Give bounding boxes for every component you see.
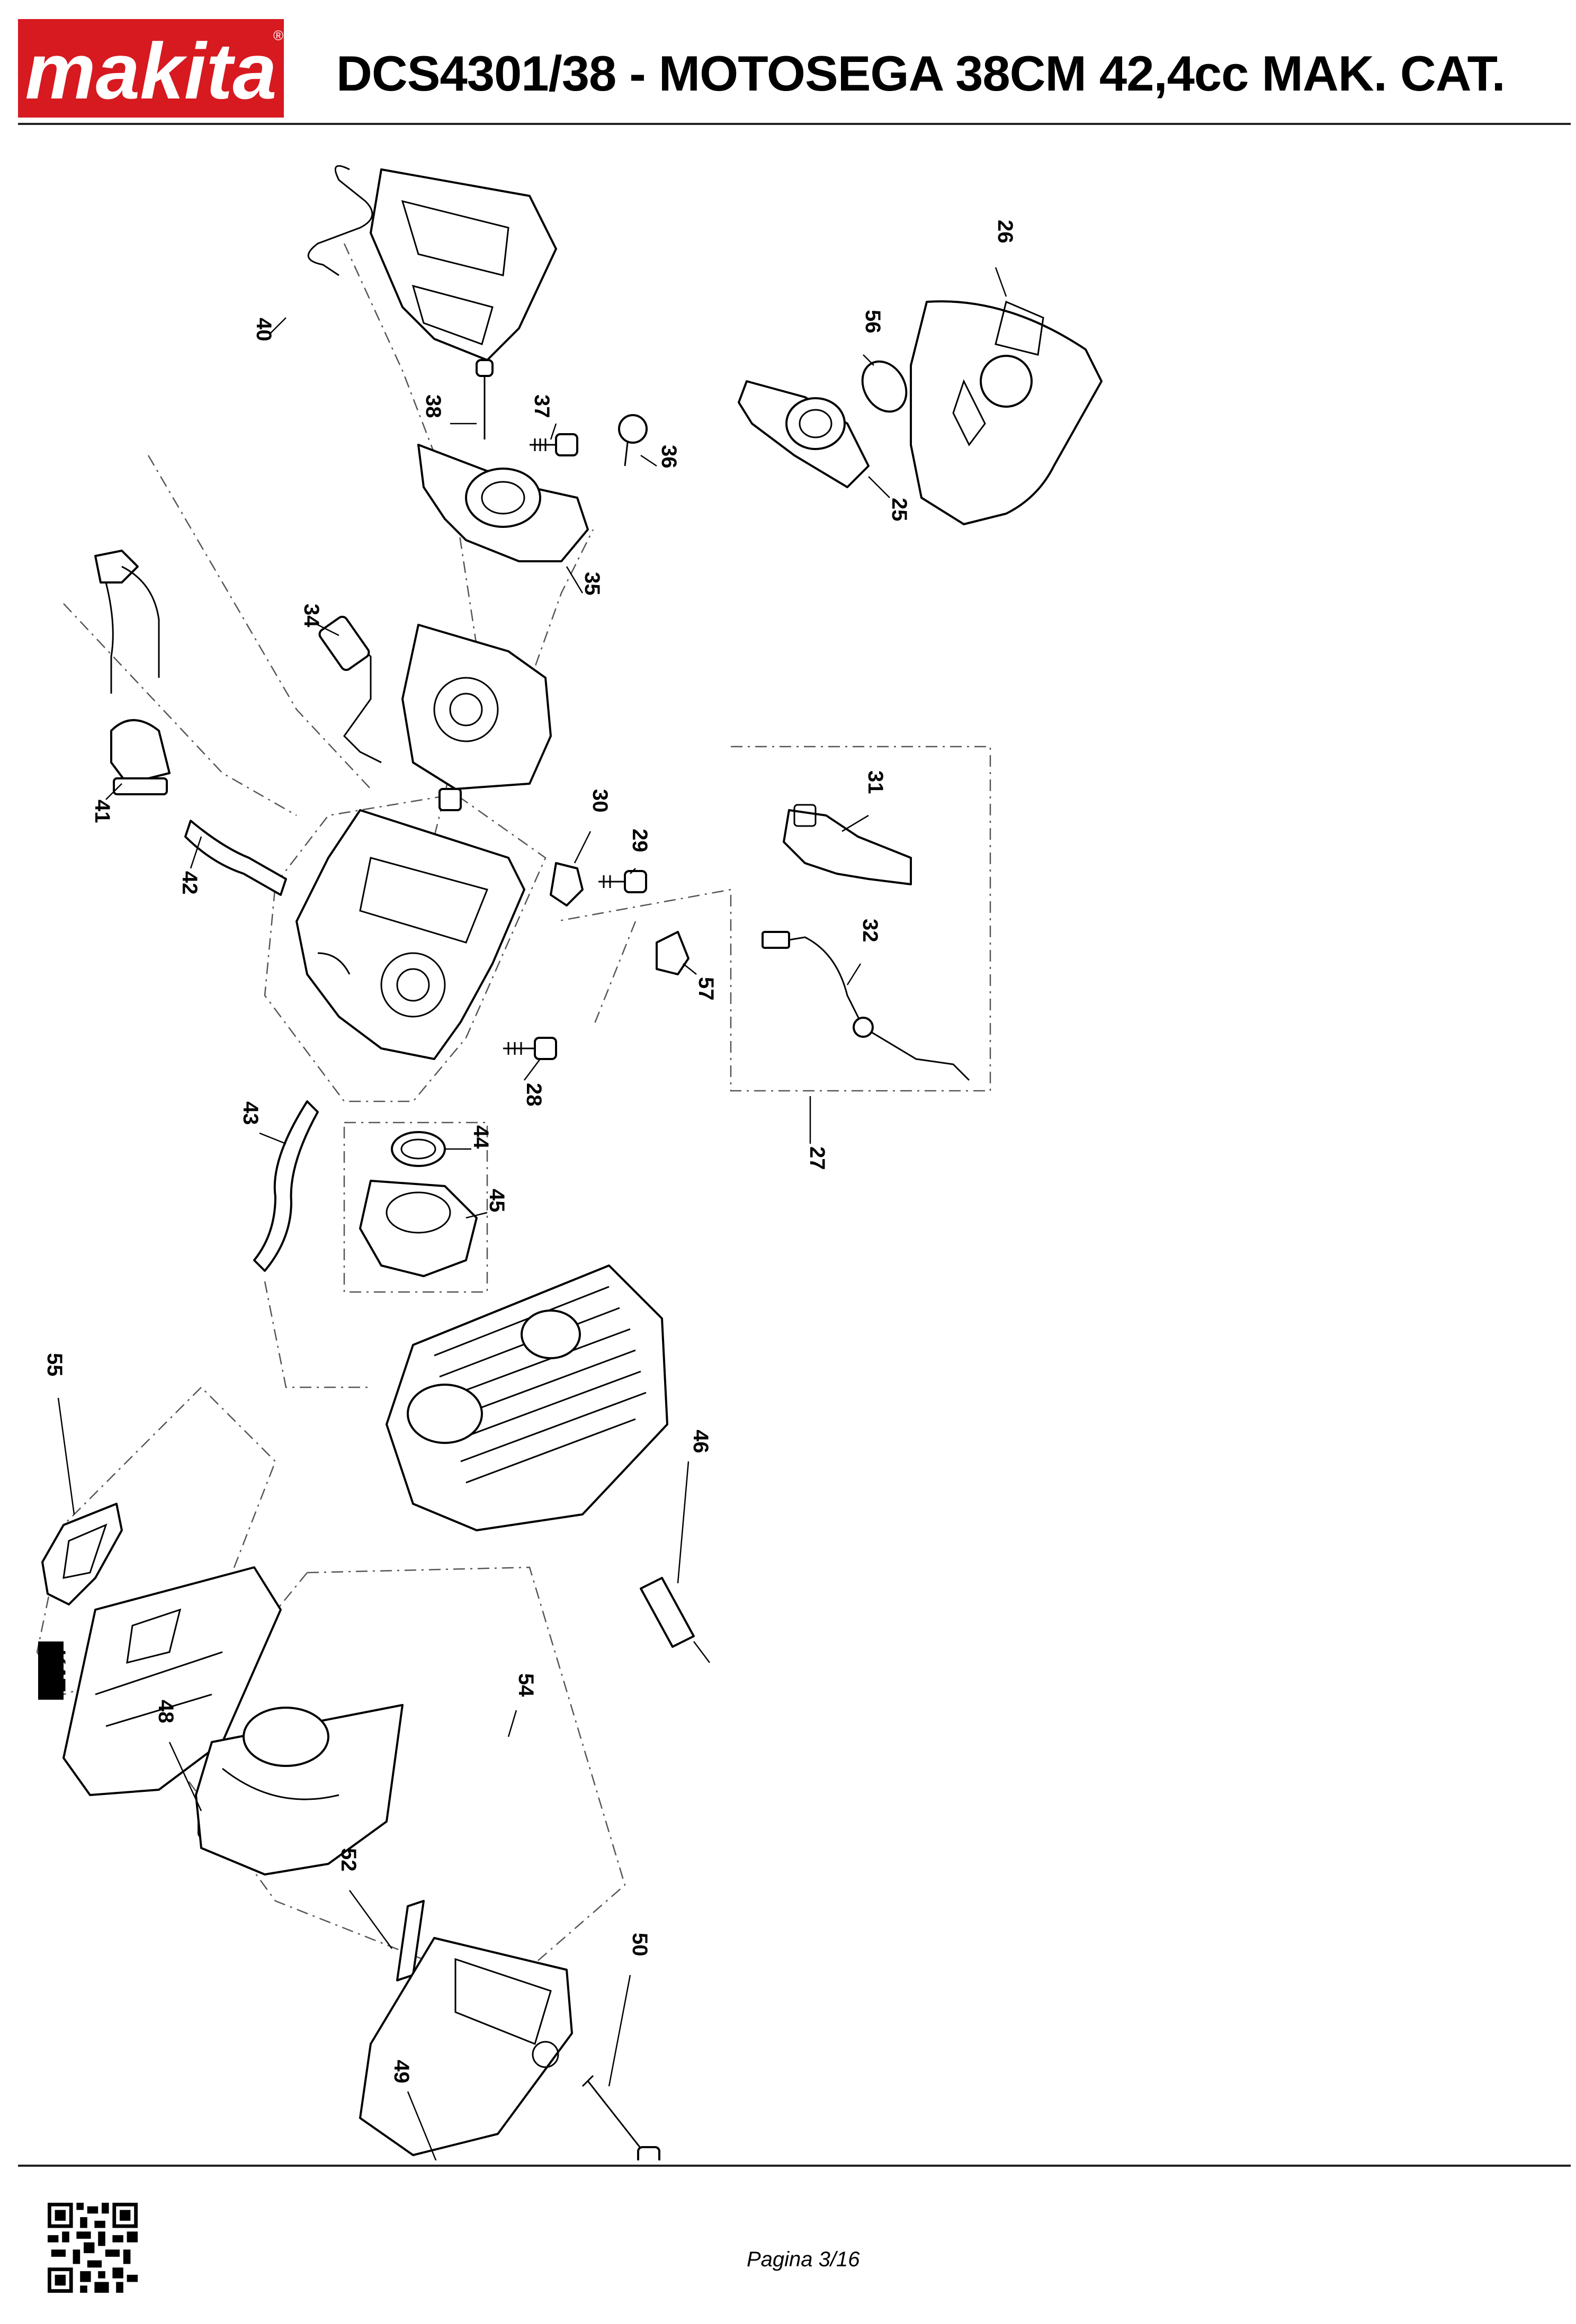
page-number: Pagina 3/16 (747, 2248, 860, 2271)
part-muffler-body (195, 1704, 404, 1876)
callout-37: 37 (530, 394, 553, 418)
part-44-ring (391, 1131, 446, 1167)
part-30-bracket (550, 862, 584, 907)
part-55-gasket (41, 1503, 123, 1605)
callout-41: 41 (91, 800, 114, 823)
part-40-wire-clip (307, 165, 373, 276)
callout-46: 46 (689, 1430, 712, 1453)
part-38-screw (476, 359, 494, 439)
part-air-filter (370, 168, 557, 361)
part-31-trigger (783, 804, 912, 885)
callout-29: 29 (628, 829, 651, 853)
kat-badge: KAT (38, 1641, 69, 1700)
part-muffler-shell (359, 1937, 573, 2156)
footer-divider (18, 2165, 1571, 2167)
part-26-cover (910, 300, 1103, 525)
part-57-stop (656, 931, 690, 975)
callout-31: 31 (864, 770, 887, 794)
exploded-parts-diagram: KAT 40 38 37 36 35 34 26 56 25 31 30 29 … (36, 165, 1103, 2160)
callout-30: 30 (588, 789, 612, 813)
page-title: DCS4301/38 - MOTOSEGA 38CM 42,4cc MAK. C… (336, 46, 1506, 101)
callout-38: 38 (422, 394, 445, 418)
callout-44: 44 (469, 1125, 492, 1149)
makita-logo: makita ® (18, 19, 284, 118)
logo-wordmark: makita (25, 26, 276, 115)
callout-52: 52 (337, 1848, 360, 1872)
kat-label: KAT (46, 1649, 69, 1691)
callout-27: 27 (805, 1146, 829, 1170)
part-fuel-fitting (94, 550, 160, 694)
callout-34: 34 (300, 604, 323, 627)
header-divider (18, 123, 1571, 125)
callout-labels: 40 38 37 36 35 34 26 56 25 31 30 29 32 5… (43, 220, 1017, 2084)
part-cylinder (386, 1264, 668, 1531)
part-50-long-bolt (581, 2075, 660, 2160)
svg-text:®: ® (273, 28, 283, 43)
part-carburetor (401, 624, 552, 811)
part-28-screw (503, 1037, 557, 1060)
part-56-o-ring (861, 360, 908, 413)
part-42-hose (184, 820, 287, 896)
part-43-hose (253, 1100, 319, 1272)
part-35-intake-flange (417, 444, 589, 562)
part-29-screw (598, 870, 647, 893)
callout-35: 35 (580, 572, 604, 596)
callout-28: 28 (522, 1083, 545, 1107)
callout-55: 55 (43, 1353, 66, 1377)
part-45-intake-manifold (359, 1180, 478, 1277)
callout-42: 42 (178, 871, 201, 895)
callout-40: 40 (252, 318, 275, 342)
callout-56: 56 (861, 310, 884, 334)
callout-45: 45 (485, 1189, 508, 1213)
part-46-sleeve (640, 1577, 710, 1663)
callout-36: 36 (657, 445, 680, 469)
part-37-screw (530, 433, 578, 456)
callout-54: 54 (514, 1673, 538, 1697)
callout-43: 43 (239, 1101, 262, 1125)
leader-lines (57, 267, 1007, 2160)
qr-code-icon (48, 2203, 138, 2293)
part-32-wire (762, 931, 970, 1081)
part-36-screw (618, 414, 648, 466)
part-34-throttle-rod (318, 615, 382, 764)
part-25-adapter (738, 380, 870, 488)
callout-49: 49 (390, 2060, 413, 2084)
callout-25: 25 (888, 498, 911, 522)
part-muffler-cover (62, 1566, 282, 1796)
callout-26: 26 (993, 220, 1017, 244)
callout-32: 32 (858, 919, 882, 943)
callout-50: 50 (628, 1933, 651, 1957)
part-tank-housing (296, 809, 525, 1060)
part-41-primer-bulb (110, 719, 171, 795)
callout-48: 48 (154, 1700, 177, 1724)
callout-57: 57 (694, 977, 718, 1001)
logo-background (18, 19, 284, 118)
